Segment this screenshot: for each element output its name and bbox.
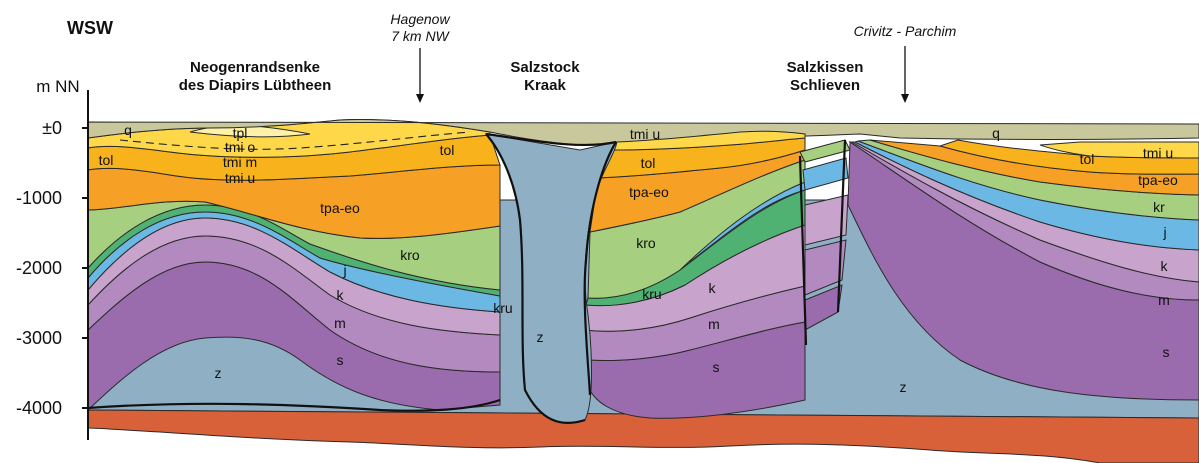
layer-label-tol-center: tol (641, 155, 656, 171)
structure-title: Salzstock (510, 59, 580, 76)
depth-tick-label: -2000 (16, 258, 62, 278)
layer-label-kro-left: kro (400, 247, 420, 263)
structure-subtitle: des Diapirs Lübtheen (179, 77, 332, 94)
direction-label: WSW (67, 18, 113, 38)
layer-label-tpaeo-left: tpa-eo (320, 200, 360, 216)
layer-label-z-left: z (215, 365, 222, 381)
depth-unit-label: m NN (36, 77, 79, 96)
structure-subtitle: Schlieven (790, 77, 860, 94)
layer-label-s-left: s (337, 352, 344, 368)
arrow-head (416, 94, 424, 103)
fault-line (836, 139, 847, 313)
layer-label-tpaeo-right: tpa-eo (1138, 172, 1178, 188)
layer-label-tpl: tpl (233, 125, 248, 141)
tmiu-right-layer (1039, 141, 1199, 159)
layer-label-tpaeo-center: tpa-eo (629, 184, 669, 200)
layer-label-z-right: z (900, 379, 907, 395)
layer-label-z-stock: z (537, 329, 544, 345)
depth-tick-label: ±0 (42, 118, 62, 138)
layer-label-m-center: m (708, 316, 720, 332)
layer-label-kru-center: kru (642, 286, 661, 302)
location-name: Hagenow (390, 11, 450, 27)
structure-subtitle: Kraak (524, 77, 566, 94)
diapir-top-outline (485, 132, 617, 147)
depth-tick-label: -3000 (16, 328, 62, 348)
layer-label-m-right: m (1158, 292, 1170, 308)
depth-tick-label: -1000 (16, 188, 62, 208)
structure-title: Salzkissen (787, 59, 864, 76)
location-name: Crivitz - Parchim (854, 23, 957, 39)
layer-label-s-right: s (1163, 344, 1170, 360)
q-left-layer (87, 119, 1199, 146)
layer-label-tmiu-right: tmi u (1143, 145, 1173, 161)
diapir-outline (583, 141, 617, 396)
arrow-head (901, 94, 909, 103)
diapir-outline (485, 133, 586, 424)
layer-label-q-right: q (992, 125, 1000, 141)
tmiu-center-layer (608, 130, 806, 151)
layer-label-s-center: s (713, 359, 720, 375)
layer-label-kr-right: kr (1153, 199, 1165, 215)
layer-label-tmim: tmi m (223, 154, 257, 170)
layer-label-tol-mid: tol (440, 142, 455, 158)
layer-label-kru-left: kru (493, 300, 512, 316)
layer-label-tol-right: tol (1080, 151, 1095, 167)
basin-base-outline (87, 398, 501, 412)
layer-label-m-left: m (334, 315, 346, 331)
layer-label-k-center: k (709, 280, 717, 296)
fault-line (798, 155, 808, 346)
location-detail: 7 km NW (391, 28, 450, 44)
layer-label-q-left: q (124, 122, 132, 138)
layer-label-tmiu-left: tmi u (225, 170, 255, 186)
layer-label-j-left: j (342, 262, 346, 278)
dashed-boundary (119, 131, 471, 150)
layer-label-k-left: k (337, 287, 345, 303)
pillow-j (802, 157, 849, 191)
basement-layer (87, 409, 1199, 463)
layer-label-tol-left: tol (99, 152, 114, 168)
layer-label-tmio: tmi o (225, 139, 256, 155)
pillow-k (804, 194, 849, 246)
structure-title: Neogenrandsenke (190, 59, 320, 76)
depth-tick-label: -4000 (16, 398, 62, 418)
layer-label-j-right: j (1162, 224, 1166, 240)
layer-label-tmiu-center: tmi u (630, 126, 660, 142)
layer-label-k-right: k (1161, 258, 1169, 274)
layer-label-kro-center: kro (636, 235, 656, 251)
